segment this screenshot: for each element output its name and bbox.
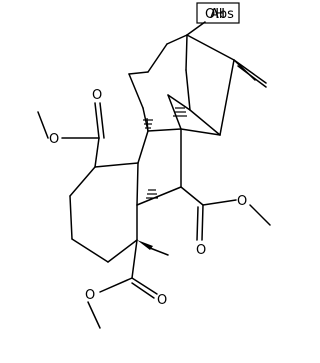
oxygen-label-bottom-single: O bbox=[85, 288, 95, 303]
abs-label: Abs bbox=[210, 7, 234, 22]
oxygen-label-right-single: O bbox=[237, 194, 247, 209]
oxygen-label-top-single: O bbox=[49, 132, 59, 147]
hydroxyl-abs-group: Abs OH bbox=[186, 2, 240, 36]
ester-right bbox=[180, 186, 271, 241]
five-ring-bonds bbox=[136, 128, 182, 206]
hashed-wedges bbox=[143, 107, 187, 199]
structure-canvas: Abs OH O O O O O O bbox=[37, 2, 271, 329]
hydroxyl-label: OH bbox=[205, 7, 225, 22]
abs-badge bbox=[196, 2, 240, 24]
ester-bottom bbox=[87, 239, 158, 329]
methyl-bottom bbox=[137, 240, 169, 256]
oxygen-label-top-carbonyl: O bbox=[92, 88, 102, 103]
lower-ring-bonds bbox=[69, 162, 139, 263]
molecule-structure: Abs OH O O O O O O bbox=[37, 2, 271, 329]
ester-top bbox=[37, 102, 105, 168]
oxygen-label-right-carbonyl: O bbox=[196, 243, 206, 258]
oxygen-label-bottom-carbonyl: O bbox=[157, 293, 167, 308]
oxygen-labels: O O O O O O bbox=[49, 88, 247, 308]
methylene-double-bond bbox=[233, 59, 267, 88]
